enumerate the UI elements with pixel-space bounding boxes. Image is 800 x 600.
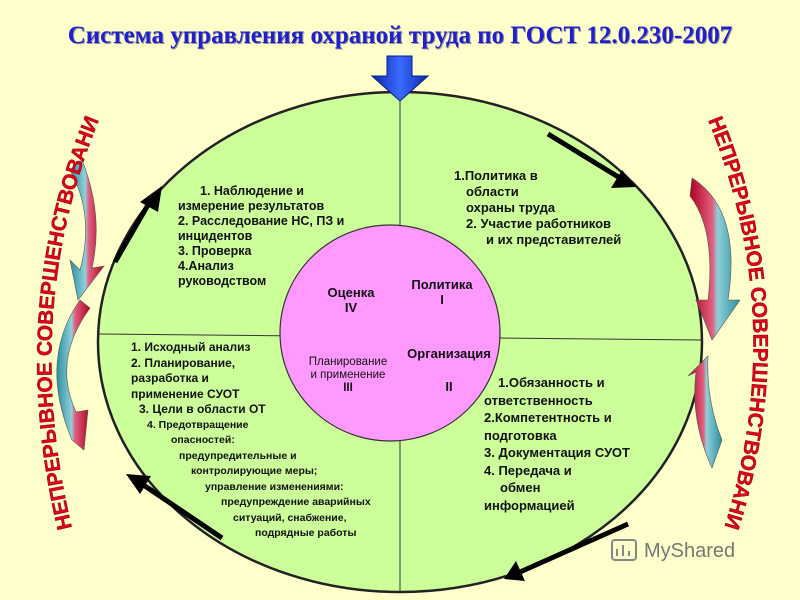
text-line: 3. Проверка: [178, 244, 252, 258]
text-line: подготовка: [484, 427, 557, 443]
text-line: 1.Обязанность и: [498, 375, 605, 390]
label-numeral: III: [343, 382, 353, 394]
myshared-logo-icon: [611, 539, 637, 561]
center-label-planning: Планирование и применение III: [296, 356, 400, 395]
text-line: 1. Наблюдение и: [200, 184, 304, 198]
label-text: Организация: [407, 346, 491, 361]
left-curved-arrow-icon: [56, 159, 105, 451]
watermark-text: MyShared: [644, 540, 736, 562]
text-line: 4.Анализ: [178, 259, 234, 273]
text-line: 2. Участие работников: [466, 216, 612, 231]
text-line: разработка и: [131, 371, 209, 385]
text-line: и их представителей: [486, 232, 622, 247]
right-curved-arrow-icon: [687, 177, 741, 469]
cycle-arrow-top-left: [112, 186, 162, 264]
quadrant-policy-text: 1.Политика в области охраны труда 2. Уча…: [454, 168, 621, 248]
cycle-arrow-top-right: [546, 131, 636, 188]
label-text: Оценка: [327, 285, 375, 300]
cycle-arrow-bottom-right: [504, 521, 630, 581]
center-circle: [279, 224, 501, 442]
text-line: 2. Планирование,: [131, 355, 236, 370]
label-numeral: IV: [344, 300, 358, 315]
label-numeral: II: [445, 379, 453, 394]
label-numeral: I: [440, 292, 444, 307]
text-line: подрядные работы: [255, 527, 357, 539]
text-line: 4. Передача и: [484, 462, 572, 478]
text-line: применение СУОТ: [131, 386, 240, 401]
text-line: 1. Исходный анализ: [131, 340, 251, 354]
input-arrow-icon: [370, 55, 430, 102]
text-line: 2. Расследование НС, ПЗ и: [178, 214, 345, 228]
text-line: инцидентов: [178, 229, 253, 243]
text-line: охраны труда: [466, 200, 556, 215]
cycle-arrow-bottom-left: [126, 474, 224, 541]
page-title: Система управления охраной труда по ГОСТ…: [67, 22, 733, 49]
text-line: 3. Документация СУОТ: [484, 445, 630, 460]
text-line: опасностей:: [171, 434, 235, 446]
text-line: измерение результатов: [178, 199, 325, 213]
text-line: предупредительные и: [179, 449, 297, 462]
label-text: Политика: [411, 277, 473, 292]
text-line: 4. Предотвращение: [147, 418, 249, 431]
text-line: управление изменениями:: [205, 480, 344, 493]
center-label-policy: Политика I: [402, 277, 482, 307]
text-line: ответственность: [484, 392, 593, 408]
quadrant-organization-text: 1.Обязанность и ответственность 2.Компет…: [484, 374, 630, 514]
text-line: предупреждение аварийных: [221, 496, 371, 508]
text-line: контролирующие меры;: [191, 465, 318, 477]
text-line: информацией: [484, 497, 575, 513]
text-line: 1.Политика в: [454, 168, 538, 183]
text-line: руководством: [178, 274, 267, 288]
quadrant-planning-text: 1. Исходный анализ 2. Планирование, разр…: [131, 340, 371, 542]
text-line: 2.Компетентность и: [484, 410, 612, 425]
center-label-evaluation: Оценка IV: [318, 285, 384, 315]
text-line: 3. Цели в области ОТ: [139, 402, 266, 416]
text-line: области: [466, 184, 519, 199]
text-line: ситуаций, снабжение,: [233, 511, 347, 524]
center-label-organization: Организация II: [398, 346, 500, 394]
quadrant-evaluation-text: 1. Наблюдение и измерение результатов 2.…: [178, 184, 344, 289]
label-text: и применение: [310, 369, 386, 381]
label-text: Планирование: [308, 356, 388, 368]
text-line: обмен: [500, 480, 541, 495]
